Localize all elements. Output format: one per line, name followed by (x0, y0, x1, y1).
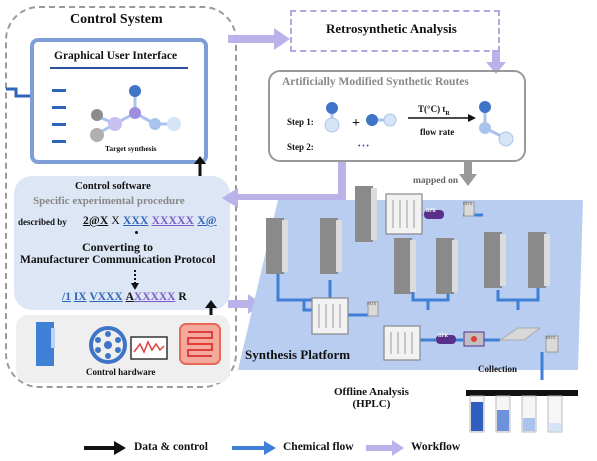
code-token: A (125, 291, 134, 303)
legend-data-control-arrow (84, 441, 126, 455)
target-synthesis-label: Target synthesis (105, 144, 157, 153)
legend-workflow-arrow (366, 440, 404, 456)
legend-data-control-label: Data & control (134, 441, 208, 453)
flow-rate-label: flow rate (420, 127, 455, 137)
code-token: X (108, 215, 124, 227)
legend-chemical-flow-label: Chemical flow (283, 441, 354, 453)
ellipsis: • • • (358, 142, 369, 150)
gui-list-dash (52, 123, 66, 126)
bpr-label: BPR (426, 209, 436, 214)
gui-title-rule (50, 67, 188, 69)
mapped-on-label: mapped on (413, 176, 459, 186)
condition-text: T(°C) t (418, 104, 446, 114)
down-dotted-arrow (131, 270, 139, 290)
code-token: X@ (197, 215, 217, 227)
protocol-code: /1 IX VXXX AXXXXX R (62, 291, 187, 303)
gui-plug-icon (6, 87, 30, 98)
legend-chemical-flow-arrow (232, 441, 276, 455)
gui-list-dash (52, 106, 66, 109)
described-by-label: described by (18, 217, 67, 227)
collection-label: Collection (478, 364, 517, 374)
code-token: IX (73, 291, 87, 303)
gui-molecule-graphic (90, 85, 181, 142)
code-token: XXXXX (151, 215, 195, 227)
offline-analysis-label: Offline Analysis (HPLC) (334, 386, 409, 410)
code-token: XXX (123, 215, 149, 227)
bpr-label: BPR (438, 334, 448, 339)
synthesis-platform-graphic (238, 186, 583, 380)
box-label: BOX (367, 301, 377, 306)
condition-label: T(°C) tR (418, 104, 450, 117)
control-software-panel (14, 176, 230, 310)
hardware-icons (36, 322, 221, 366)
routes-molecule-graphic (324, 101, 514, 147)
bullet (135, 231, 138, 234)
legend-workflow-label: Workflow (411, 441, 461, 453)
synthetic-routes-title: Artificially Modified Synthetic Routes (282, 76, 469, 88)
code-token: /1 (62, 291, 71, 303)
hplc-vials-graphic (466, 390, 578, 433)
synthesis-platform-title: Synthesis Platform (245, 347, 351, 362)
box-label: BOX (546, 335, 556, 340)
offline-analysis-title: Offline Analysis (334, 386, 409, 398)
code-token: XXXXX (133, 291, 176, 303)
gui-list-dash (52, 140, 66, 143)
workflow-arrow (228, 28, 290, 50)
code-token: R (175, 291, 187, 303)
condition-subscript: R (445, 110, 450, 117)
workflow-arrow (222, 160, 346, 208)
control-software-title: Control software (75, 181, 151, 192)
procedure-title: Specific experimental procedure (33, 195, 185, 207)
code-token: VXXX (89, 291, 123, 303)
retrosynthetic-panel (290, 10, 500, 52)
code-token: 2@X (83, 215, 109, 227)
retrosynthetic-title: Retrosynthetic Analysis (326, 21, 457, 36)
gui-panel (30, 38, 208, 164)
mapped-on-arrow (459, 160, 477, 186)
procedure-code: 2@X X XXX XXXXX X@ (83, 215, 217, 227)
gui-title: Graphical User Interface (54, 50, 178, 62)
gui-list-dash (52, 89, 66, 92)
synthetic-routes-panel (268, 70, 526, 162)
step-2-label: Step 2: (287, 142, 314, 152)
control-system-title: Control System (70, 12, 163, 27)
step-1-label: Step 1: (287, 117, 314, 127)
workflow-arrow (486, 50, 506, 74)
protocol-label: Manufacturer Communication Protocol (20, 254, 216, 266)
converting-label: Converting to (82, 240, 153, 254)
plus-sign: + (352, 116, 360, 131)
box-label: BOX (463, 201, 473, 206)
control-hardware-label: Control hardware (86, 367, 156, 377)
offline-analysis-method: (HPLC) (352, 398, 391, 410)
